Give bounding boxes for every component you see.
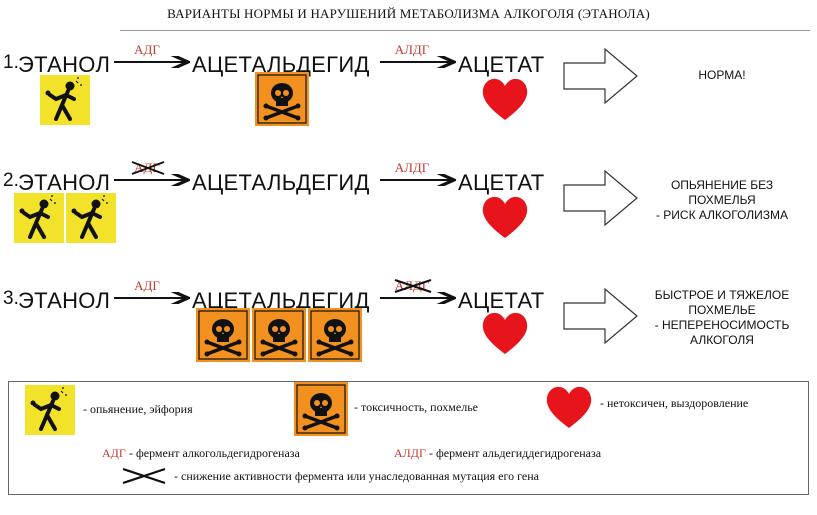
pathway-row-1: 1. ЭТАНОЛ АДГ АЦЕТАЛЬДЕГИД АЛДГ АЦЕТАТ Н… bbox=[0, 40, 817, 150]
row-number: 2. bbox=[3, 170, 19, 191]
outcome-line: ПОХМЕЛЬЯ bbox=[688, 193, 756, 207]
cross-mark-icon bbox=[394, 279, 432, 293]
substance-acetaldehyde: АЦЕТАЛЬДЕГИД bbox=[192, 170, 370, 195]
legend-aldh-abbr: АЛДГ bbox=[394, 446, 426, 460]
outcome-line: - РИСК АЛКОГОЛИЗМА bbox=[655, 208, 789, 222]
reaction-arrow bbox=[114, 174, 190, 186]
legend-nontoxic: - нетоксичен, выздоровление bbox=[600, 396, 749, 410]
outcome-text: ОПЬЯНЕНИЕ БЕЗ ПОХМЕЛЬЯ - РИСК АЛКОГОЛИЗМ… bbox=[632, 178, 812, 223]
cross-mark-icon bbox=[131, 161, 165, 175]
enzyme-aldh-label: АЛДГ bbox=[394, 160, 430, 175]
outcome-line: БЫСТРОЕ И ТЯЖЕЛОЕ bbox=[654, 288, 790, 302]
substance-ethanol: ЭТАНОЛ bbox=[18, 288, 111, 313]
outcome-line: ОПЬЯНЕНИЕ БЕЗ bbox=[670, 178, 774, 192]
title-divider bbox=[120, 30, 810, 31]
reaction-arrow bbox=[380, 174, 456, 186]
reaction-arrow bbox=[114, 56, 190, 68]
outcome-line: ПОХМЕЛЬЕ bbox=[688, 303, 756, 317]
outline-arrow-icon bbox=[563, 170, 639, 226]
outcome-line: АЛКОГОЛЯ bbox=[690, 333, 754, 347]
enzyme-adh-label: АДГ bbox=[134, 278, 160, 293]
substance-acetate: АЦЕТАТ bbox=[458, 288, 545, 313]
outline-arrow-icon bbox=[563, 288, 639, 344]
legend-adh-abbr: АДГ bbox=[102, 446, 126, 460]
drunk-person-icon bbox=[66, 193, 116, 243]
skull-crossbones-icon bbox=[196, 308, 250, 362]
substance-ethanol: ЭТАНОЛ bbox=[18, 52, 111, 77]
skull-crossbones-icon bbox=[252, 308, 306, 362]
pathway-row-3: 3. ЭТАНОЛ АДГ АЦЕТАЛЬДЕГИД АЛДГ АЦЕТАТ Б… bbox=[0, 276, 817, 386]
legend-cross-text: - снижение активности фермента или унасл… bbox=[174, 469, 539, 483]
reaction-arrow bbox=[380, 292, 456, 304]
drunk-person-icon bbox=[40, 75, 90, 125]
row-number: 1. bbox=[3, 52, 19, 73]
icon-group bbox=[14, 193, 116, 243]
heart-icon bbox=[480, 76, 530, 122]
outcome-text: БЫСТРОЕ И ТЯЖЕЛОЕ ПОХМЕЛЬЕ - НЕПЕРЕНОСИМ… bbox=[632, 288, 812, 348]
substance-acetate: АЦЕТАТ bbox=[458, 170, 545, 195]
reaction-arrow bbox=[380, 56, 456, 68]
legend-box: - опьянение, эйфория - токсичность, похм… bbox=[8, 381, 809, 495]
enzyme-aldh-label: АЛДГ bbox=[394, 42, 430, 57]
drunk-person-icon bbox=[25, 385, 75, 435]
reaction-arrow bbox=[114, 292, 190, 304]
outcome-line: - НЕПЕРЕНОСИМОСТЬ bbox=[654, 318, 790, 332]
drunk-person-icon bbox=[14, 193, 64, 243]
pathway-row-2: 2. ЭТАНОЛ АДГ АЦЕТАЛЬДЕГИД АЛДГ АЦЕТАТ О… bbox=[0, 158, 817, 268]
heart-icon bbox=[480, 194, 530, 240]
outcome-text: НОРМА! bbox=[632, 68, 812, 83]
legend-aldh-text: - фермент альдегиддегидрогеназа bbox=[429, 446, 602, 460]
skull-crossbones-icon bbox=[294, 382, 348, 436]
legend-toxicity: - токсичность, похмелье bbox=[354, 400, 478, 414]
heart-icon bbox=[544, 384, 594, 430]
skull-crossbones-icon bbox=[308, 308, 362, 362]
cross-mark-icon bbox=[122, 467, 166, 485]
substance-ethanol: ЭТАНОЛ bbox=[18, 170, 111, 195]
outcome-line: НОРМА! bbox=[698, 68, 746, 82]
substance-acetate: АЦЕТАТ bbox=[458, 52, 545, 77]
icon-group bbox=[196, 308, 362, 362]
enzyme-adh-label: АДГ bbox=[134, 42, 160, 57]
skull-crossbones-icon bbox=[255, 72, 309, 126]
heart-icon bbox=[480, 310, 530, 356]
page-title: ВАРИАНТЫ НОРМЫ И НАРУШЕНИЙ МЕТАБОЛИЗМА А… bbox=[167, 6, 650, 21]
legend-euphoria: - опьянение, эйфория bbox=[83, 402, 193, 416]
outline-arrow-icon bbox=[563, 48, 639, 104]
legend-adh-text: - фермент алкогольдегидрогеназа bbox=[129, 446, 300, 460]
row-number: 3. bbox=[3, 288, 19, 309]
